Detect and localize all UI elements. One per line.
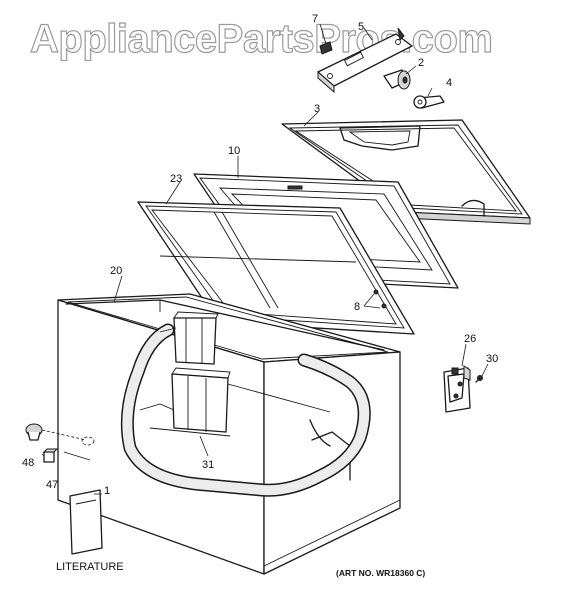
literature-part-1[interactable] — [69, 489, 103, 555]
screws-part-8[interactable] — [373, 289, 387, 309]
plug-hole — [81, 436, 95, 446]
callout-10: 10 — [228, 145, 240, 157]
callout-4: 4 — [446, 77, 452, 89]
callout-3: 3 — [314, 103, 320, 115]
callout-48: 48 — [22, 457, 34, 469]
basket-rail — [227, 383, 331, 413]
callout-2: 2 — [418, 57, 424, 69]
drain-plug-part-48[interactable] — [25, 423, 43, 441]
drain-cap-part-47[interactable] — [42, 448, 91, 463]
door-gasket-part-31[interactable] — [120, 323, 371, 497]
screw-part-30[interactable] — [475, 375, 483, 383]
cabinet-part-20[interactable] — [57, 293, 401, 575]
callout-5: 5 — [358, 21, 364, 33]
callout-26: 26 — [464, 333, 476, 345]
callout-23: 23 — [170, 173, 182, 185]
storage-basket-lower[interactable] — [139, 367, 231, 437]
callout-47: 47 — [46, 479, 58, 491]
storage-basket-upper[interactable] — [159, 311, 219, 365]
callout-8: 8 — [354, 301, 360, 313]
plug-install-path — [41, 429, 87, 441]
callout-31: 31 — [202, 459, 214, 471]
callout-30: 30 — [486, 353, 498, 365]
leader-lines — [41, 23, 489, 495]
callout-7: 7 — [312, 13, 318, 25]
callout-20: 20 — [110, 265, 122, 277]
callout-1: 1 — [104, 485, 110, 497]
art-number: (ART NO. WR18360 C) — [336, 568, 425, 578]
watermark: AppliancePartsPros.com — [30, 17, 493, 61]
hinge-bracket-part-5[interactable] — [317, 27, 413, 94]
literature-label: LITERATURE — [56, 561, 124, 573]
lid-hinge-part-26[interactable] — [443, 365, 471, 413]
key-part-4[interactable] — [413, 95, 445, 109]
hinge-pin-part-2[interactable] — [383, 69, 411, 90]
